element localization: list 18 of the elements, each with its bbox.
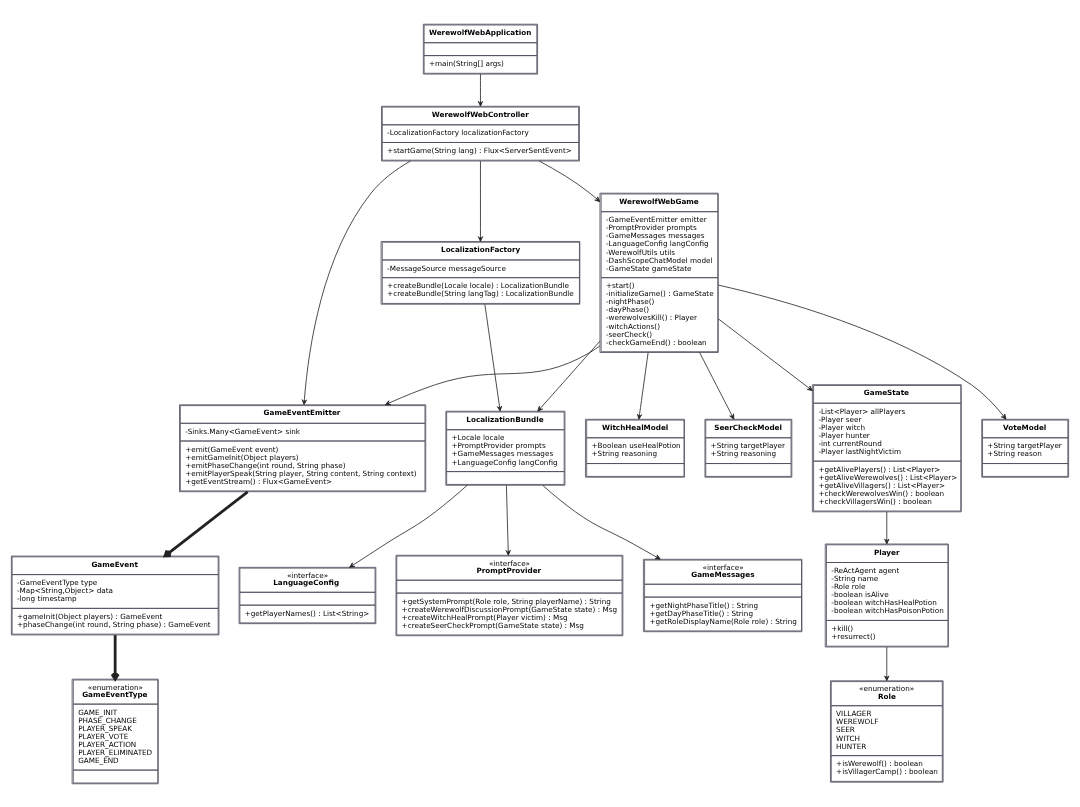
arrow [349,484,468,568]
arrow [637,351,649,420]
arrow [505,484,511,556]
arrow [884,646,890,681]
arrow [477,73,484,107]
arrow [484,303,503,411]
arrow [538,160,601,202]
arrow [537,340,601,412]
arrow [301,160,411,405]
arrow [163,490,249,557]
arrow [718,284,1007,420]
arrow [110,634,120,681]
arrow [699,351,735,420]
arrow [542,484,661,560]
arrow [884,511,890,544]
arrow [477,160,484,242]
arrow [384,345,601,405]
arrow [717,317,813,391]
